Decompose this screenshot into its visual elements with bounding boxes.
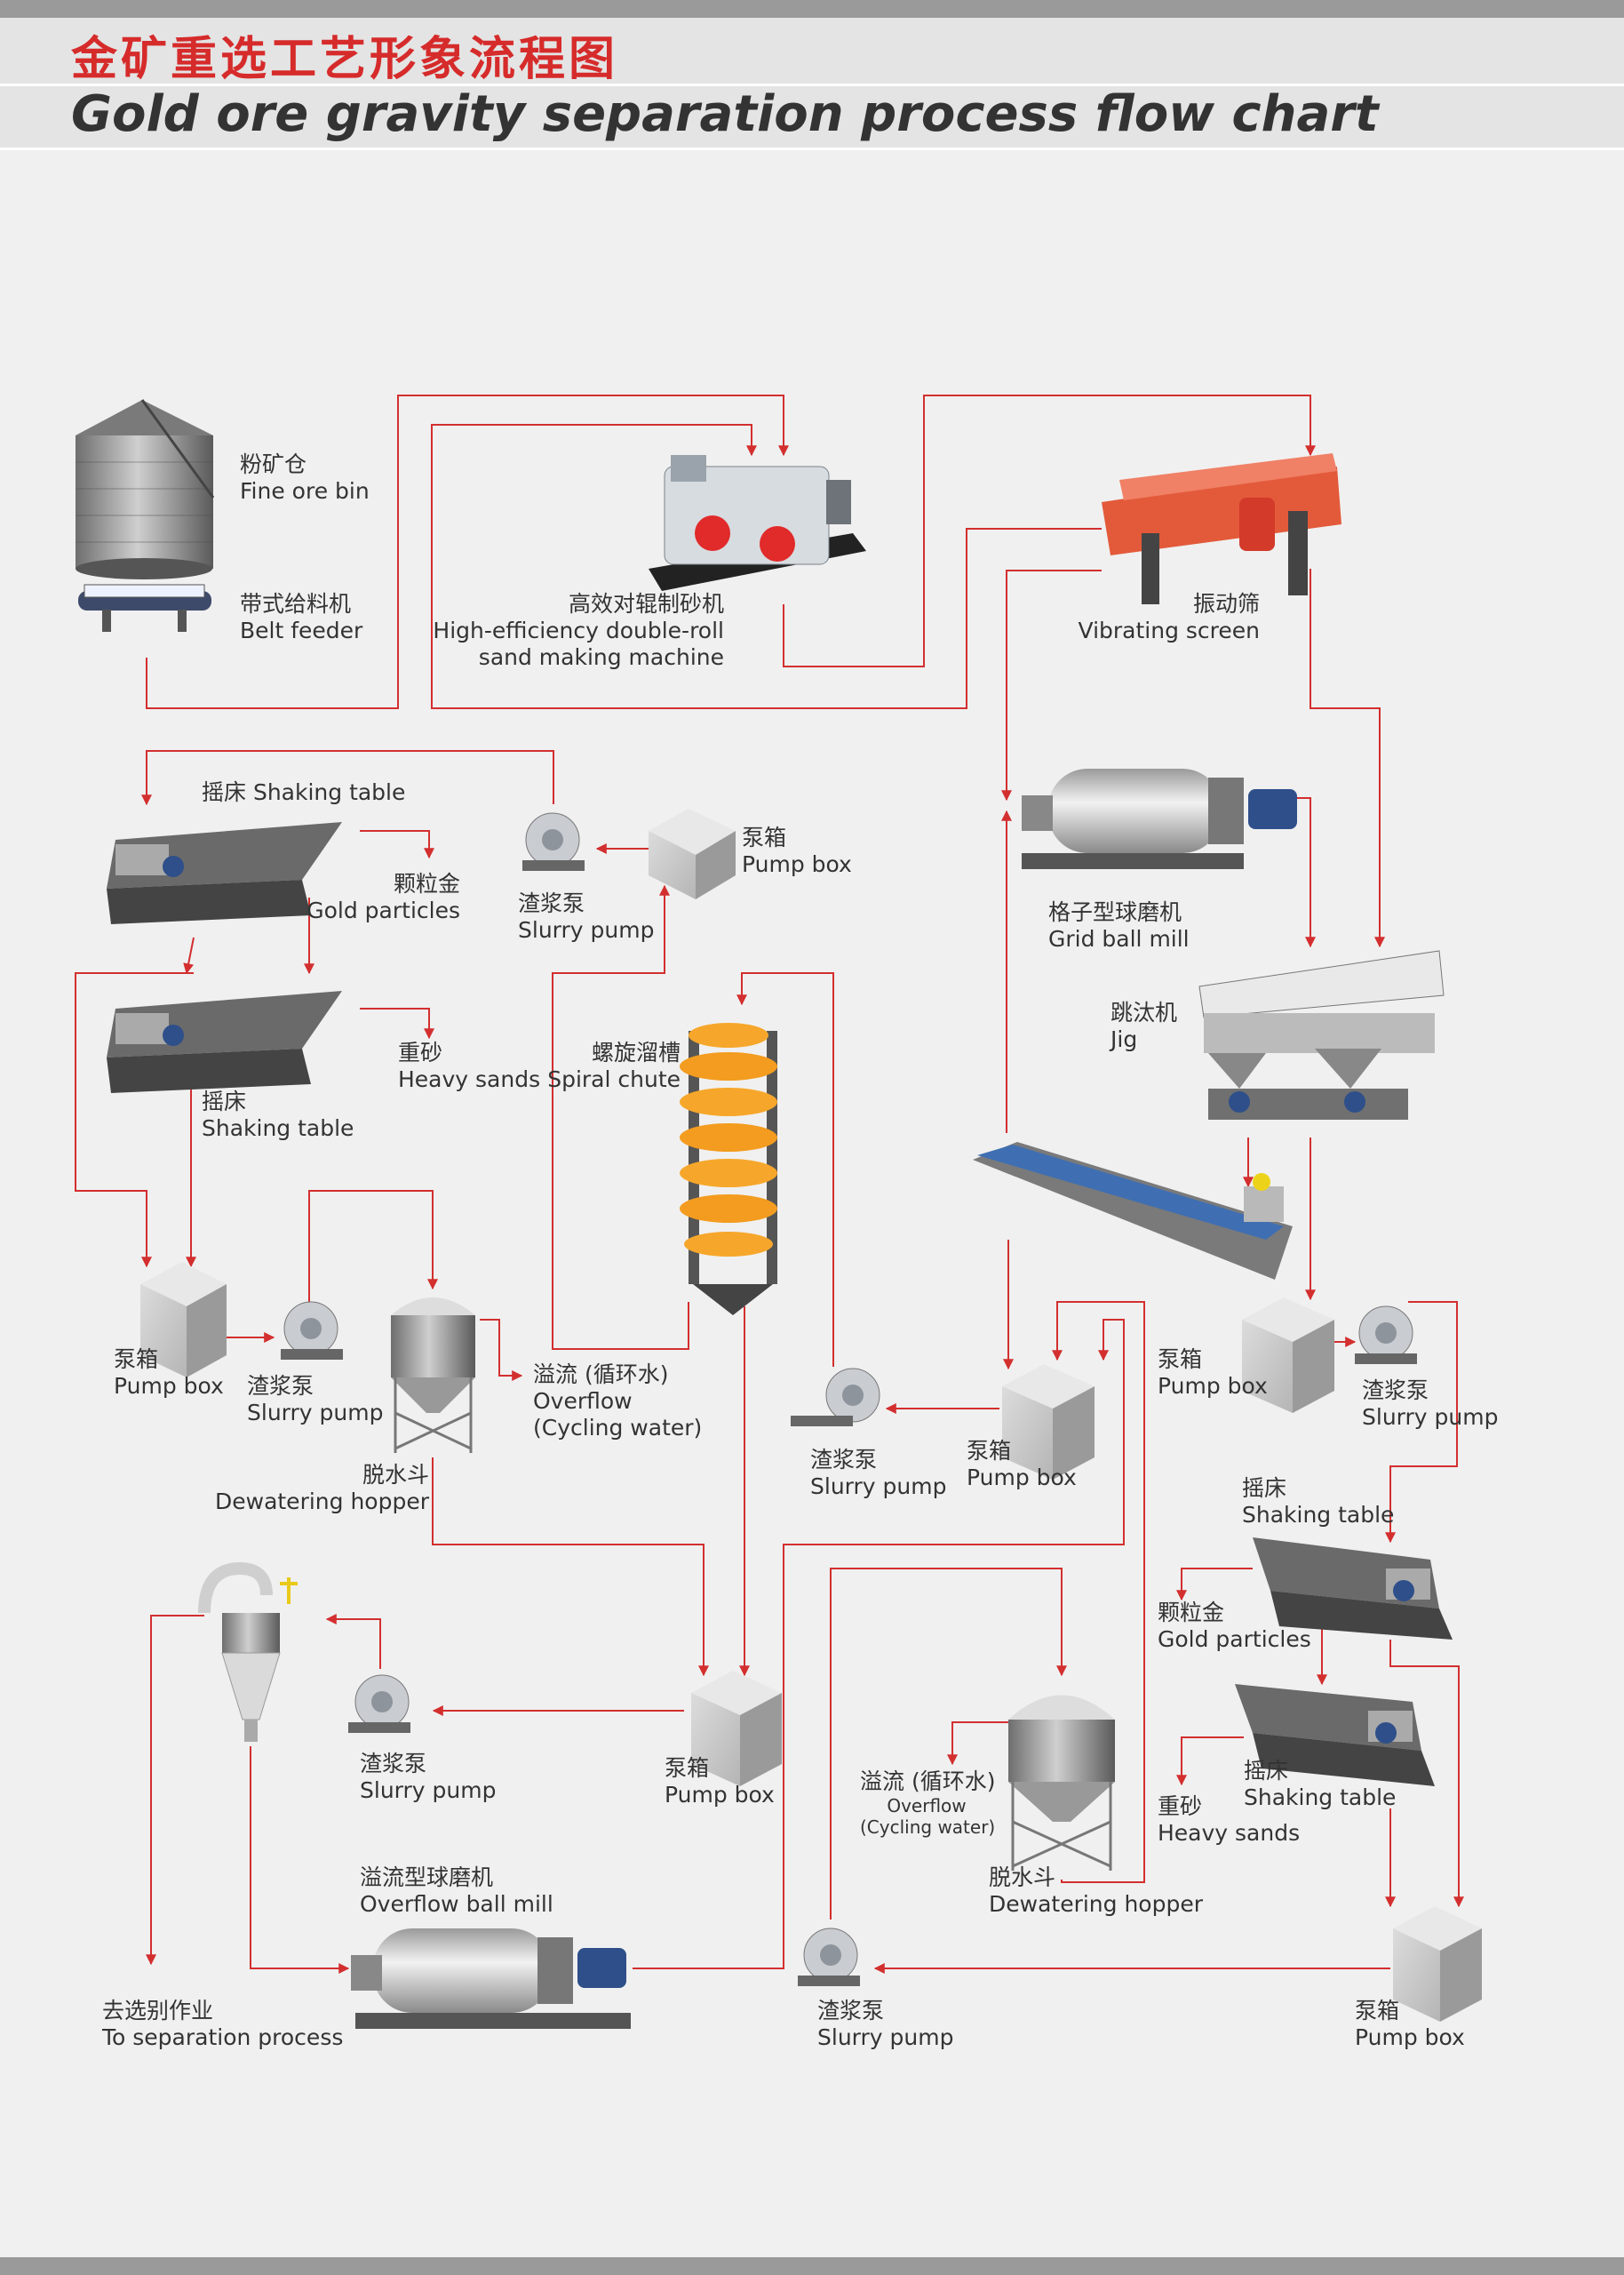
slurry-pump-icon (348, 1674, 410, 1733)
flow-cyclone-to-separation (146, 1615, 204, 1966)
flow-hopper-2-to-overflow-2 (947, 1721, 1008, 1766)
flow-hopper-2-to-pump-box-3 (1052, 1301, 1145, 1883)
pump-box-icon (1393, 1906, 1482, 2022)
flow-shaking-table-3-to-gold (1176, 1568, 1253, 1601)
flow-hopper-1-to-pump-box-5 (432, 1457, 709, 1677)
label-overflow-2: 溢流 (循环水)Overflow(Cycling water) (860, 1768, 996, 1838)
silo-icon (76, 399, 215, 579)
ball-mill-icon (351, 1928, 631, 2029)
flow-screen-return-to-sand-machine (431, 424, 1102, 709)
slurry-pump-icon (522, 812, 585, 871)
flow-screen-to-grid-mill (1001, 570, 1102, 802)
flow-cyclone-to-ball-mill (250, 1746, 350, 1974)
slurry-pump-icon (791, 1368, 880, 1426)
roll-crusher-icon (649, 455, 866, 591)
flow-shaking-table-4-to-heavy-sands (1176, 1736, 1244, 1786)
hopper-icon (391, 1297, 475, 1453)
ball-mill-icon (1022, 769, 1297, 869)
shaking-table-icon (1253, 1537, 1453, 1640)
slurry-pump-icon (281, 1301, 343, 1360)
flow-shaking-table-2-to-heavy-sands (360, 1008, 434, 1040)
page-title-chinese: 金矿重选工艺形象流程图 (71, 33, 619, 86)
flow-lines (75, 395, 1464, 1974)
flow-shaking-table-1-to-gold (360, 830, 434, 859)
vibrating-screen-icon (1102, 453, 1341, 604)
flow-slurry-pump-3-to-spiral (736, 972, 834, 1367)
jig-icon (1198, 950, 1445, 1120)
flow-slurry-pump-5-to-cyclone (325, 1614, 381, 1669)
pump-box-icon (1242, 1297, 1334, 1413)
spiral-chute-icon (680, 1023, 777, 1315)
belt-feeder-icon (78, 584, 211, 632)
hydrocyclone-icon (198, 1561, 298, 1742)
flow-hopper-1-to-overflow (480, 1319, 523, 1381)
flow-screen-to-jig (1310, 569, 1385, 948)
flow-shaking-table-1-to-pump-box-2 (75, 972, 194, 1268)
flow-slurry-pump-4-to-shaking-table-3 (1385, 1301, 1458, 1544)
pump-box-icon (140, 1262, 227, 1377)
label-overflow-1: 溢流 (循环水)Overflow(Cycling water) (533, 1361, 703, 1441)
bottom-frame-bar (0, 2257, 1624, 2275)
slurry-pump-icon (798, 1928, 860, 1986)
flow-belt-feeder-to-sand-machine (146, 395, 789, 709)
flow-spiral-to-pump-box-1 (552, 884, 689, 1350)
hopper-icon (1008, 1695, 1115, 1871)
header-divider (0, 148, 1624, 150)
flow-shaking-table-3-to-pump-box-6 (1389, 1640, 1464, 1908)
label-shaking-table-1: 摇床 Shaking table (202, 779, 406, 805)
pump-box-icon (691, 1671, 782, 1786)
flow-sand-machine-to-screen (783, 395, 1316, 667)
top-frame-bar (0, 0, 1624, 18)
shaking-table-icon (107, 991, 342, 1093)
title-cn-row (0, 18, 1624, 86)
shaking-table-icon (1235, 1684, 1435, 1786)
spiral-classifier-icon (973, 1142, 1293, 1280)
pump-box-icon (1002, 1364, 1095, 1480)
flow-slurry-pump-1-to-shaking-table-1 (141, 750, 554, 806)
flow-shaking-table-1-middlings (183, 937, 195, 975)
flow-slurry-pump-2-to-hopper-1 (308, 1190, 438, 1306)
flow-ball-mill-to-pump-box-3 (633, 1319, 1125, 1969)
flow-slurry-pump-6-to-hopper-2 (830, 1568, 1067, 1920)
shaking-table-icon (107, 822, 342, 924)
slurry-pump-icon (1355, 1305, 1417, 1364)
pump-box-icon (649, 809, 736, 899)
page-title-english: Gold ore gravity separation process flow… (71, 85, 1379, 143)
